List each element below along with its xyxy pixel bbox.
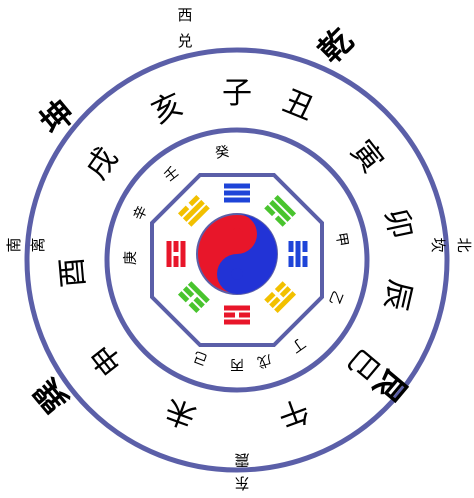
inner-ring-char: 甲 [332,231,350,248]
svg-text:东: 东 [234,474,249,492]
outer-ring-char: 子 [222,76,252,111]
svg-text:北: 北 [455,237,473,252]
inner-ring-char: 丁 [288,334,309,355]
direction-south: 南 离 [5,237,47,252]
inner-ring-char: 壬 [161,164,182,185]
inner-ring-char: 癸 [214,144,230,162]
outer-ring-char: 午 [273,391,313,434]
svg-text:兑: 兑 [177,32,192,50]
outer-ring-char: 丑 [278,84,319,128]
outer-ring-char: 申 [84,337,130,382]
direction-east: 东 震 [234,451,249,492]
outer-ring-char: 戌 [79,141,125,186]
corner-xun: 巽 [26,371,76,420]
svg-text:南: 南 [5,237,23,252]
direction-north: 北 坎 [429,237,473,252]
inner-ring-char: 辛 [131,203,151,222]
inner-ring-char: 乙 [325,288,345,307]
trigram [288,241,308,267]
inner-ring-char: 庚 [123,251,139,265]
direction-west: 西 兑 [177,6,192,50]
outer-ring-char: 酉 [54,256,91,289]
trigram [177,281,210,314]
yin-yang-symbol [196,213,278,295]
inner-ring-char: 己 [191,348,210,368]
outer-ring-char: 辰 [377,276,418,313]
inner-ring-char: 丙 [230,356,244,372]
outer-ring-char: 亥 [147,87,189,131]
inner-ring-char: 戊 [256,351,274,370]
trigram [166,241,186,267]
trigram [177,194,210,227]
trigram [224,305,250,325]
corner-kun: 坤 [33,92,82,142]
svg-text:离: 离 [29,237,47,252]
outer-ring-char: 未 [161,391,201,434]
outer-ring-char: 卯 [378,205,418,242]
trigram [264,194,297,227]
svg-text:坎: 坎 [429,237,447,252]
trigram [264,281,297,314]
svg-text:震: 震 [234,451,249,469]
middle-ring [104,127,370,393]
svg-text:西: 西 [177,6,192,24]
trigram [224,183,250,203]
outer-ring [24,47,450,473]
bagua-octagon [150,173,324,347]
outer-ring-char: 寅 [344,134,390,179]
corner-qian: 乾 [311,21,361,71]
